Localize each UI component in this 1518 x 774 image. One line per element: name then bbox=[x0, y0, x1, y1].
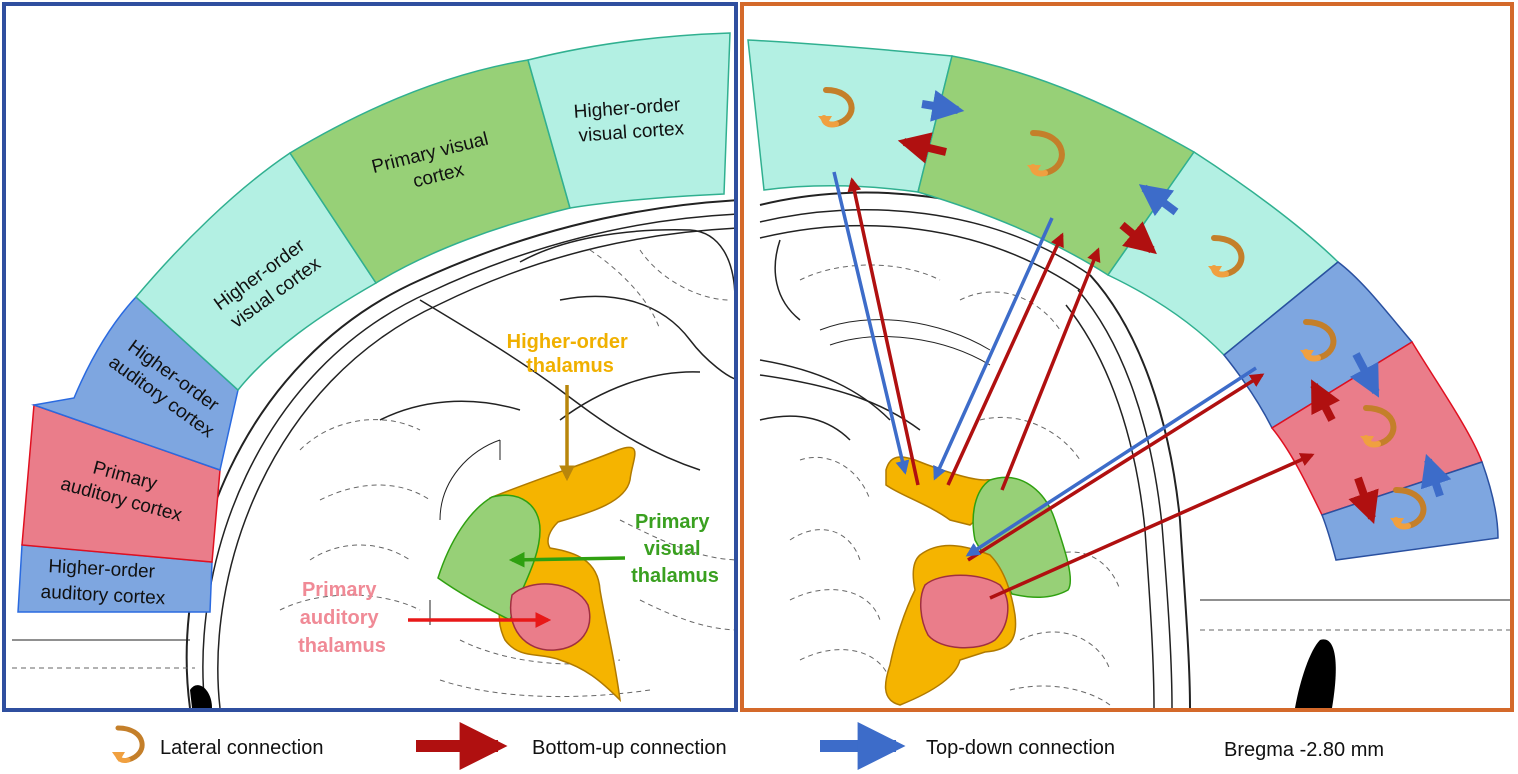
hv-top-segment bbox=[527, 32, 731, 209]
bu-pv-to-hv-top bbox=[897, 132, 947, 164]
label-pa-thalamus: Primary auditory thalamus bbox=[298, 579, 386, 657]
lateral-ha-top bbox=[1300, 319, 1337, 362]
right-inter-area-arrows bbox=[897, 90, 1452, 525]
lateral-ha-bottom bbox=[1390, 487, 1427, 530]
legend-lateral-icon bbox=[112, 725, 145, 763]
left-thalamus bbox=[437, 446, 636, 703]
right-lateral-arrows bbox=[818, 87, 1427, 530]
td-pv-to-ho bbox=[933, 217, 1054, 481]
left-thalamus-labels: Higher-order thalamus Primary visual tha… bbox=[298, 331, 719, 657]
bu-pa-to-pa bbox=[989, 453, 1315, 600]
right-thalamus bbox=[884, 456, 1072, 706]
pointer-pv-thalamus bbox=[508, 551, 626, 568]
bregma-label: Bregma -2.80 mm bbox=[1224, 739, 1384, 761]
td-ha-top-to-pa bbox=[1349, 352, 1380, 398]
bu-pa-to-ha-bottom bbox=[1348, 476, 1379, 525]
bu-ho-to-pv-a bbox=[946, 232, 1064, 486]
lateral-hv-top bbox=[818, 87, 855, 128]
left-cortex-segments bbox=[17, 32, 731, 613]
bu-pa-to-ha-top bbox=[1310, 379, 1340, 422]
legend-lateral-label: Lateral connection bbox=[160, 737, 323, 759]
label-ha-bottom-cortex: Higher-order auditory cortex bbox=[40, 556, 167, 609]
td-ha-to-ho bbox=[965, 366, 1257, 557]
td-pv-to-hv-top bbox=[921, 90, 965, 122]
right-panel-frame bbox=[740, 2, 1514, 712]
left-panel: Primary visual cortex Higher-order visua… bbox=[12, 32, 734, 708]
bu-ho-to-ha bbox=[967, 373, 1265, 562]
r-ha-bottom-segment bbox=[1321, 461, 1499, 561]
td-hv-top-to-ho bbox=[832, 171, 910, 475]
bu-pv-to-hv-side bbox=[1119, 221, 1157, 255]
bu-pv-to-pv-b bbox=[1000, 247, 1101, 491]
legend-bottom-up-label: Bottom-up connection bbox=[532, 737, 727, 759]
legend-top-down-label: Top-down connection bbox=[926, 737, 1115, 759]
right-projections bbox=[832, 171, 1315, 600]
bu-ho-to-hv-top bbox=[847, 177, 920, 486]
lateral-hv-side bbox=[1208, 235, 1245, 278]
left-brain-outline bbox=[12, 199, 734, 708]
right-cortex-segments bbox=[747, 39, 1499, 561]
label-pv-thalamus: Primary visual thalamus bbox=[631, 511, 719, 587]
td-ha-bottom-to-pa bbox=[1420, 453, 1452, 498]
legend: Lateral connection Bottom-up connection … bbox=[112, 722, 1384, 770]
ha-top-segment bbox=[31, 295, 239, 471]
left-panel-frame bbox=[2, 2, 738, 712]
right-panel bbox=[747, 39, 1510, 708]
lateral-pa bbox=[1360, 405, 1397, 448]
label-ho-thalamus: Higher-order thalamus bbox=[507, 331, 634, 377]
td-hv-side-to-pv bbox=[1138, 184, 1179, 217]
r-pa-thalamus bbox=[920, 574, 1009, 649]
lateral-pv bbox=[1027, 130, 1065, 177]
